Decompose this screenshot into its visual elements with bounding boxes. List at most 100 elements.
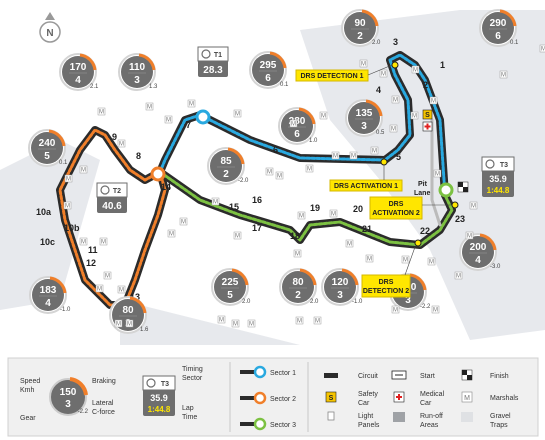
corner-13: 13 xyxy=(130,292,140,302)
marshal-post: M xyxy=(391,305,400,314)
marshal-letter: M xyxy=(233,322,238,328)
marshal-post: M xyxy=(431,305,440,314)
marshal-post: M xyxy=(329,209,338,218)
corner-7: 7 xyxy=(186,120,191,130)
timing-t2-label: T2 xyxy=(113,188,121,195)
gauge-face xyxy=(252,54,284,86)
gauge-speed: 85 xyxy=(220,156,232,167)
gauge-face xyxy=(121,56,153,88)
marshal-post: M xyxy=(79,237,88,246)
gauge-face xyxy=(282,271,314,303)
corner-numbers: 1 2 3 4 5 6 7 8 9 10a 10b 10c 11 12 13 1… xyxy=(36,37,465,302)
marshal-post: M xyxy=(293,249,302,258)
legend-gravel-label-2: Traps xyxy=(490,422,508,429)
marshal-letter: M xyxy=(213,200,218,206)
drs-detection-2-label-b: DETECTION 2 xyxy=(363,288,409,295)
timing-t1-label: T1 xyxy=(214,52,222,59)
braking-arc xyxy=(49,276,67,294)
marshal-post: M xyxy=(331,151,340,160)
gauge-gforce: 0.1 xyxy=(510,40,519,46)
drs-activation-2-label-b: ACTIVATION 2 xyxy=(372,210,420,217)
drs-point-3 xyxy=(414,239,422,247)
legend-medical-label-2: Car xyxy=(420,400,432,407)
corner-10a: 10a xyxy=(36,207,52,217)
sector1-marker xyxy=(195,109,211,125)
track-sector2 xyxy=(58,128,167,307)
marshal-letter: M xyxy=(119,142,124,148)
legend-timing-label-1: Timing xyxy=(182,366,203,373)
gauge-gear: 5 xyxy=(227,290,233,301)
marshal-post: M xyxy=(297,211,306,220)
marshal-letter: M xyxy=(391,127,396,133)
gauge-gforce: 2.0 xyxy=(372,40,381,46)
marshal-letter: M xyxy=(97,287,102,293)
legend-start-label: Start xyxy=(420,373,435,380)
legend-light-panels-label-1: Light xyxy=(358,413,373,420)
gauge-speed: 80 xyxy=(122,305,134,316)
marshal-letter: M xyxy=(181,220,186,226)
marshal-letter: M xyxy=(116,322,121,328)
marshal-post: M xyxy=(349,151,358,160)
legend-timing-label: T3 xyxy=(161,381,169,388)
marshal-letter: M xyxy=(235,234,240,240)
marshal-post: M xyxy=(247,319,256,328)
marshal-letter: M xyxy=(413,68,418,74)
marshal-letter: M xyxy=(331,212,336,218)
marshal-post: M xyxy=(429,96,438,105)
corner-14: 14 xyxy=(161,182,171,192)
marshal-post: M xyxy=(231,319,240,328)
legend-marshal-letter: M xyxy=(464,395,470,402)
legend: 150 3 -2.2 Speed Kmh Gear Braking Latera… xyxy=(7,357,539,437)
marshal-post: M xyxy=(79,165,88,174)
legend-sector-2: Sector 2 xyxy=(240,391,296,405)
gauge-gforce: 1.3 xyxy=(149,84,158,90)
marshal-letter: M xyxy=(393,98,398,104)
braking-arc xyxy=(269,51,287,69)
marshal-post: M xyxy=(465,231,474,240)
marshal-letter: M xyxy=(99,110,104,116)
marshal-post: M xyxy=(164,115,173,124)
gauge-gear: 6 xyxy=(265,73,271,84)
marshal-post: M xyxy=(454,271,463,280)
marshal-post: M xyxy=(411,65,420,74)
legend-sector-3: Sector 3 xyxy=(240,417,296,431)
gauge-gear: 4 xyxy=(45,298,51,309)
marshal-post: M xyxy=(187,99,196,108)
marshal-post: M xyxy=(117,285,126,294)
braking-arc xyxy=(138,53,156,71)
gauge-gear: 2 xyxy=(223,169,229,180)
marshal-post: M xyxy=(99,237,108,246)
marshal-letter: M xyxy=(189,102,194,108)
safety-car-letter: S xyxy=(425,112,430,119)
drs-activation-1: DRS ACTIVATION 1 xyxy=(329,165,403,192)
braking-arc xyxy=(299,268,317,286)
gauge-g7: 28061.0 xyxy=(278,107,318,145)
gauge-gforce: -1.0 xyxy=(60,307,71,313)
drs-activation-1-label: DRS ACTIVATION 1 xyxy=(334,183,398,190)
legend-timing-value: 35.9 xyxy=(150,393,168,403)
speed-gear-gauges: 17042.111031.329560.19022.029060.124050.… xyxy=(28,9,519,334)
drs-point-1 xyxy=(380,158,388,166)
gauge-gforce: 1.6 xyxy=(140,327,149,333)
gauge-gforce: -2.0 xyxy=(238,178,249,184)
drs-detection-2-label-a: DRS xyxy=(379,279,394,286)
marshal-letter: M xyxy=(435,172,440,178)
drs-activation-2: DRS ACTIVATION 2 xyxy=(369,196,452,220)
gauge-speed: 170 xyxy=(70,62,87,73)
gauge-speed: 80 xyxy=(292,277,304,288)
gauge-face xyxy=(348,102,380,134)
corner-5: 5 xyxy=(396,152,401,162)
gauge-face xyxy=(210,150,242,182)
legend-gauge-gear: 3 xyxy=(65,399,71,410)
sector-markers xyxy=(150,61,459,247)
marshal-letter: M xyxy=(315,319,320,325)
legend-sector-marker xyxy=(253,365,267,379)
braking-arc xyxy=(479,233,497,251)
braking-arc xyxy=(341,268,359,286)
gauge-speed: 200 xyxy=(470,242,487,253)
legend-lap-label-2: Time xyxy=(182,414,197,421)
marshal-letter: M xyxy=(351,154,356,160)
